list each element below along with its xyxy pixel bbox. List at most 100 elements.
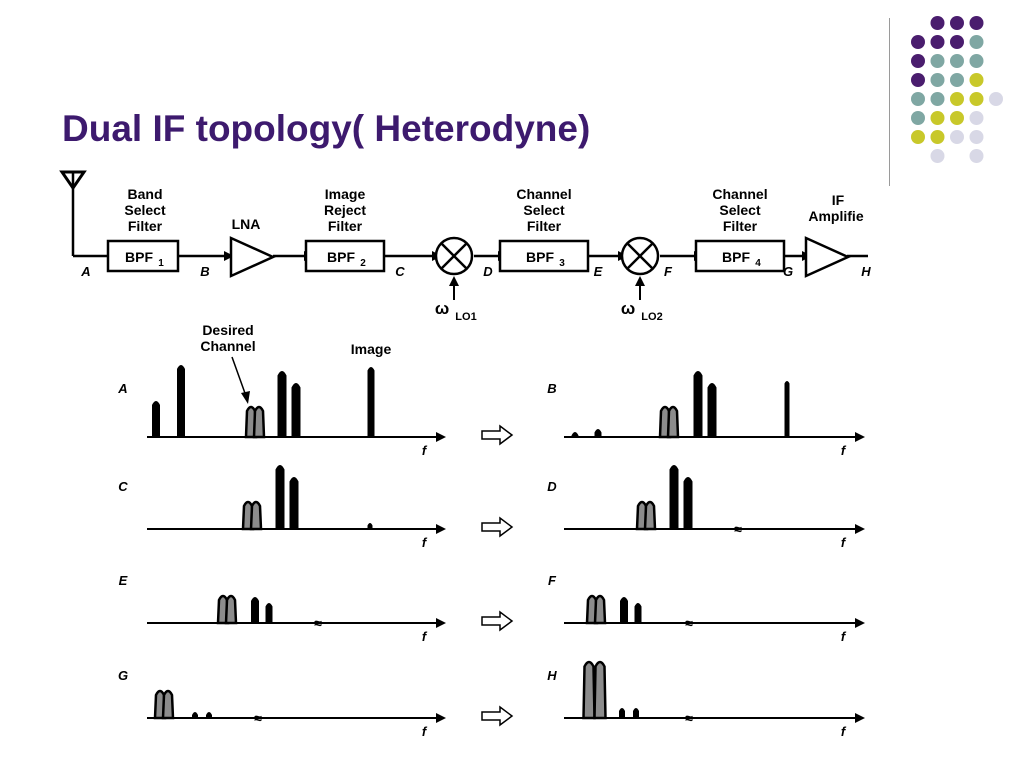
spectral-peak [251,597,259,623]
decorative-dot [969,54,984,68]
decorative-dot [969,130,984,144]
decorative-dot-grid [911,16,1003,163]
axis-break: ≈ [734,521,742,537]
axis-label-f: f [841,443,847,458]
antenna-icon [59,170,87,256]
spectrum-label: F [548,573,557,588]
spectral-peak [277,371,287,437]
decorative-dot [950,73,964,87]
mixer-icon [434,236,474,276]
decorative-dot [911,73,925,87]
decorative-dot [930,130,945,144]
spectrum-panel-b: Bf [547,371,865,458]
node-label-d: D [483,264,493,279]
lo-subscript: LO2 [641,311,662,323]
annotation-image: Image [351,341,392,357]
mixer-icon [620,236,660,276]
decorative-dot [911,111,925,125]
decorative-dot [969,111,984,125]
block-caption: Band [128,186,163,202]
spectral-peak [152,401,160,437]
decorative-dot [950,130,964,144]
bpf-subscript: 2 [360,258,366,269]
spectrum-panel-g: Gf ≈ [118,668,446,739]
spectrum-label: C [118,479,128,494]
block-caption: Select [124,202,166,218]
axis-label-f: f [422,724,428,739]
bpf-block [106,239,180,273]
spectral-peak [367,367,375,437]
decorative-dot [911,35,925,49]
arrowhead [224,251,234,261]
bpf-block [304,239,386,273]
spectrum-panel-h: Hf≈ [547,660,865,739]
annotation-arrow [231,356,247,397]
spectral-peak [683,477,693,529]
desired-channel-peak [582,660,596,720]
node-label-h: H [861,264,871,279]
block-caption: Channel [712,186,767,202]
block-caption: Filter [527,218,562,234]
mixer-cross [441,243,467,269]
arrowhead [241,391,250,404]
decorative-dot [950,54,964,68]
desired-channel-peak [666,405,680,439]
desired-channel-peak [224,594,238,625]
bpf-block [498,239,590,273]
decorative-dot [930,73,945,87]
arrowhead [855,432,865,442]
bpf-label: BPF [327,249,355,265]
transition-arrow-icon [481,424,514,446]
decorative-dot [930,92,945,106]
desired-channel-peak [593,594,607,625]
desired-channel-peak [249,500,263,531]
lna-amplifier [229,236,277,278]
arrowhead [436,432,446,442]
bpf-label: BPF [125,249,153,265]
lo-subscript: LO1 [455,311,476,323]
spectral-peak [571,432,579,437]
block-caption: Filter [723,218,758,234]
decorative-dot [930,111,945,125]
spectral-peak [669,465,679,529]
decorative-dot [911,130,925,144]
transition-arrow-icon [481,705,514,727]
lo-omega: ω [621,299,635,318]
spectral-peak [707,383,717,437]
axis-break: ≈ [314,615,322,631]
spectral-peak [265,603,273,623]
spectrum-label: G [118,668,128,683]
decorative-dot [911,54,925,68]
axis-break: ≈ [254,710,262,726]
spectrum-label: H [547,668,557,683]
spectrum-label: E [119,573,128,588]
if-amplifier [804,236,852,278]
decorative-dot [930,149,945,163]
divider-line [889,18,890,186]
spectral-peak [192,712,198,718]
spectrum-label: B [547,381,556,396]
spectral-peak [367,523,373,529]
annotation-desired-channel: Desired [202,322,253,338]
axis-break: ≈ [685,615,693,631]
mixer-cross [627,243,653,269]
spectral-peak [633,708,639,718]
spectral-peak [177,365,185,437]
decorative-dot [989,92,1003,106]
arrowhead [635,276,645,286]
axis-label-f: f [422,629,428,644]
spectral-peak [275,465,285,529]
transition-arrow-icon [481,516,514,538]
axis-label-f: f [422,535,428,550]
node-label-e: E [594,264,603,279]
node-label-g: G [783,264,793,279]
spectrum-label: D [547,479,557,494]
arrowhead [436,524,446,534]
decorative-dot [930,16,945,30]
annotation-desired-channel: Channel [200,338,255,354]
decorative-dot [930,35,945,49]
spectrum-panel-f: Ff≈ [548,573,865,644]
spectral-peak [620,597,628,623]
desired-channel-peak [643,500,657,531]
